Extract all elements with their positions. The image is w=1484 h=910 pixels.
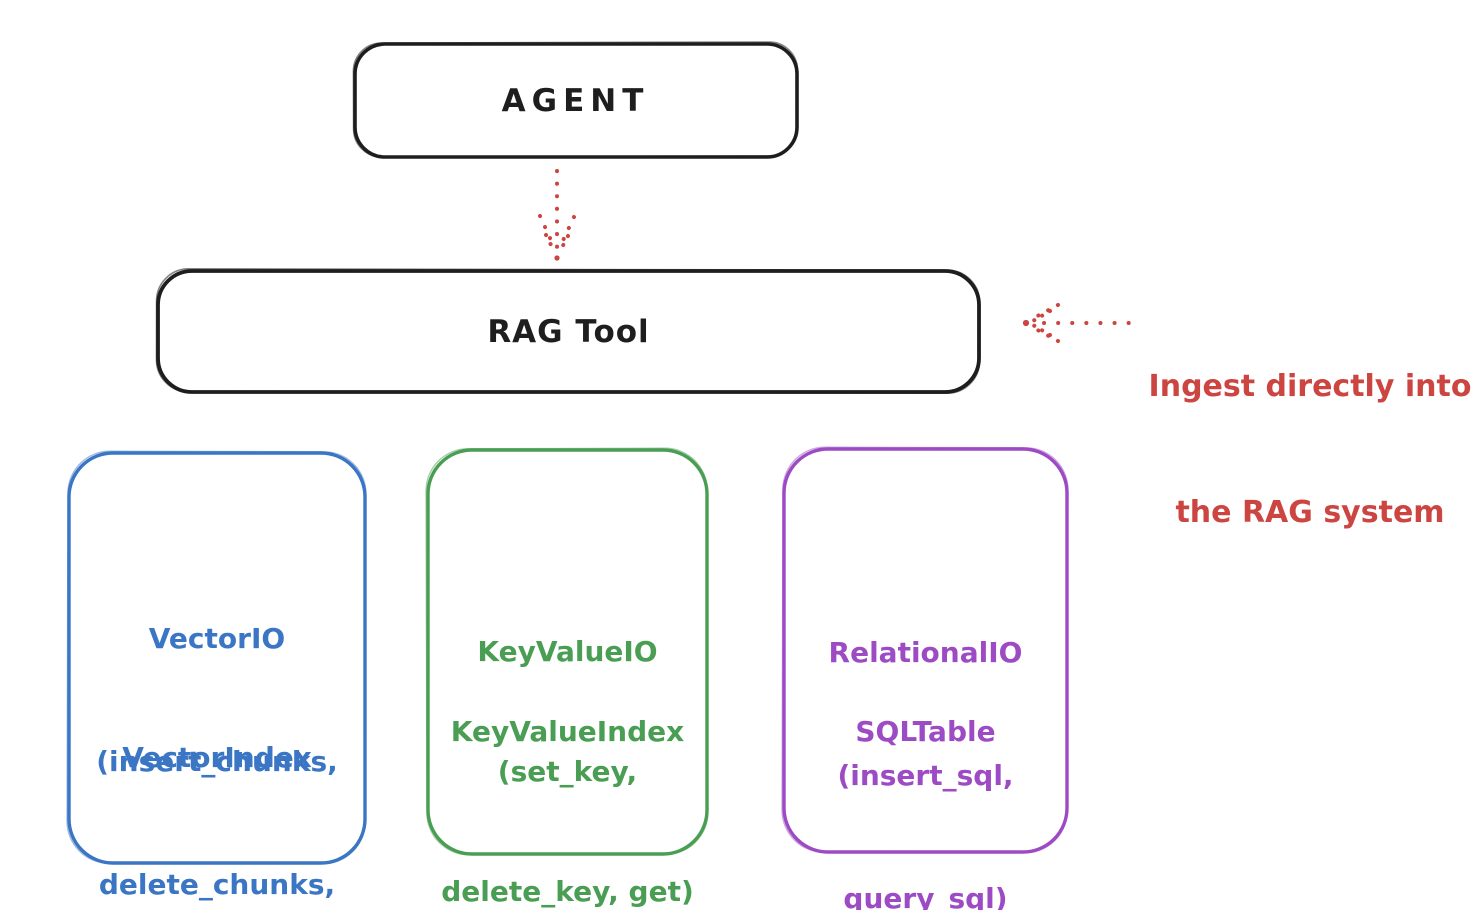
arrowhead-tip-dot	[554, 255, 560, 261]
relational-io-line-2: query_sql)	[843, 882, 1008, 910]
arrowhead-inner-left	[544, 233, 557, 255]
relational-io-box	[781, 446, 1069, 854]
arrowhead-outer-left	[538, 214, 557, 251]
vector-io-box	[66, 450, 367, 865]
keyvalue-index-label: KeyValueIndex	[450, 715, 685, 748]
ingest-annotation: Ingest directly into the RAG system	[1138, 282, 1482, 618]
arrowhead-inner-bottom	[1031, 323, 1052, 337]
relational-io-title: RelationalIO	[828, 636, 1023, 669]
annotation-line-1: Ingest directly into	[1148, 369, 1472, 404]
vector-index-label: VectorIndex	[122, 741, 312, 774]
relational-io-signature: RelationalIO (insert_sql, query_sql)	[783, 550, 1068, 910]
arrowhead-outer-bottom	[1028, 324, 1060, 343]
keyvalue-io-signature: KeyValueIO (set_key, delete_key, get)	[427, 552, 708, 910]
vector-io-line-1: (insert_chunks,	[96, 745, 338, 778]
arrowhead-inner-top	[1031, 309, 1052, 323]
agent-node-label: AGENT	[501, 83, 650, 119]
arrowhead-outer-right	[557, 215, 576, 251]
agent-to-rag-tool-arrow	[538, 169, 576, 261]
arrowhead-tip-dot	[1022, 319, 1030, 327]
annotation-line-2: the RAG system	[1175, 495, 1445, 530]
vector-io-line-2: delete_chunks,	[98, 868, 336, 901]
keyvalue-io-title: KeyValueIO	[477, 635, 658, 668]
keyvalue-io-line-1: (set_key,	[497, 755, 638, 788]
rag-tool-node-box	[155, 268, 981, 394]
vector-io-signature: VectorIO (insert_chunks, delete_chunks, …	[68, 536, 366, 910]
sql-table-label: SQLTable	[855, 715, 996, 748]
keyvalue-io-line-2: delete_key, get)	[441, 875, 694, 908]
vector-io-title: VectorIO	[148, 622, 286, 655]
arrowhead-outer-top	[1028, 303, 1060, 322]
rag-tool-node-label: RAG Tool	[487, 314, 650, 350]
relational-io-line-1: (insert_sql,	[837, 759, 1014, 792]
annotation-to-rag-tool-arrow	[1022, 303, 1138, 343]
keyvalue-io-box	[425, 447, 709, 856]
agent-node-box	[352, 41, 799, 159]
arrowhead-inner-right	[557, 234, 570, 255]
